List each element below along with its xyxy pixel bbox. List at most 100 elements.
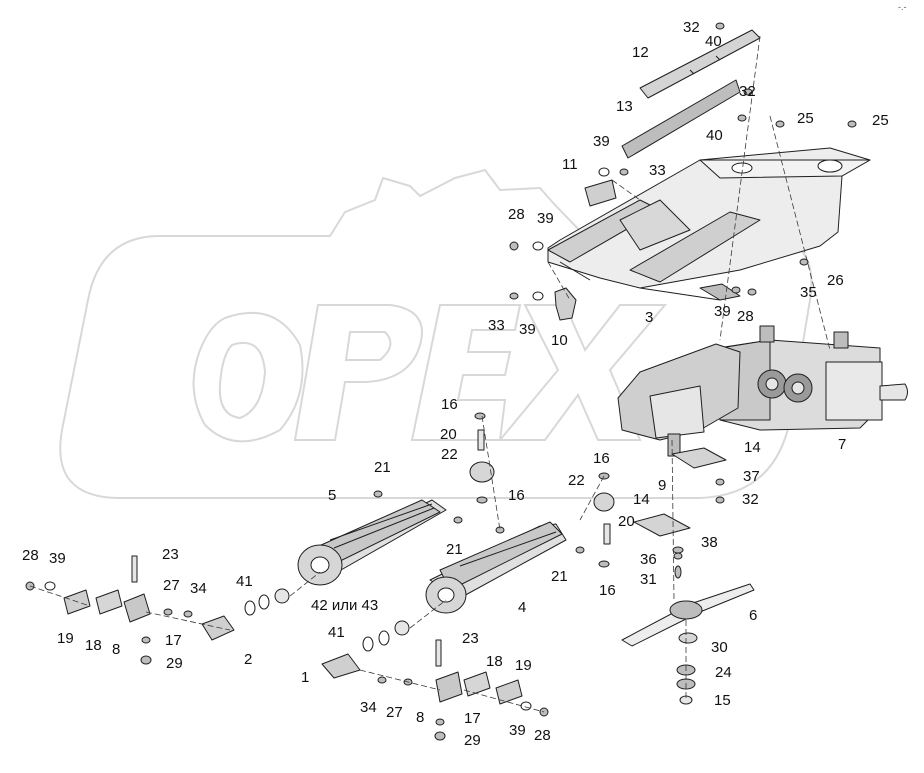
rings-41-right — [362, 620, 410, 652]
callout-10: 10 — [551, 332, 568, 349]
callout-26: 26 — [827, 272, 844, 289]
gasket-18-left — [95, 589, 123, 615]
callout-41: 41 — [236, 573, 253, 590]
gasket-18-right — [463, 671, 491, 697]
callout-5: 5 — [328, 487, 337, 504]
callout-25: 25 — [872, 112, 889, 129]
gasket-19-right — [495, 679, 523, 705]
bracket-10 — [554, 287, 577, 321]
callout-22: 22 — [441, 446, 458, 463]
callout-34: 34 — [360, 699, 377, 716]
callout-40: 40 — [706, 127, 723, 144]
callout-42-or-43: 42 или 43 — [311, 597, 379, 614]
callout-39: 39 — [593, 133, 610, 150]
bracket-11 — [584, 179, 617, 207]
callout-16: 16 — [508, 487, 525, 504]
knife-housing-4 — [425, 521, 567, 614]
callout-14: 14 — [633, 491, 650, 508]
callout-35: 35 — [800, 284, 817, 301]
callout-39: 39 — [519, 321, 536, 338]
callout-20: 20 — [440, 426, 457, 443]
bracket-8-right — [435, 671, 463, 703]
callout-6: 6 — [749, 607, 758, 624]
callout-28: 28 — [534, 727, 551, 744]
callout-28: 28 — [508, 206, 525, 223]
plate-13 — [621, 79, 741, 159]
plate-14-lower — [633, 513, 691, 537]
bearing-2 — [201, 615, 235, 641]
callout-27: 27 — [386, 704, 403, 721]
callout-2: 2 — [244, 651, 253, 668]
callout-18: 18 — [486, 653, 503, 670]
callout-8: 8 — [112, 641, 121, 658]
callout-9: 9 — [658, 477, 667, 494]
callout-22: 22 — [568, 472, 585, 489]
bracket-8-left — [123, 593, 151, 623]
callout-16: 16 — [599, 582, 616, 599]
callout-17: 17 — [464, 710, 481, 727]
callout-37: 37 — [743, 468, 760, 485]
callout-28: 28 — [22, 547, 39, 564]
callout-16: 16 — [593, 450, 610, 467]
knife-housing-5 — [297, 499, 447, 586]
callout-25: 25 — [797, 110, 814, 127]
fasteners — [25, 22, 857, 741]
callout-1: 1 — [301, 669, 310, 686]
callout-21: 21 — [446, 541, 463, 558]
corner-mark: -.- — [898, 2, 907, 12]
callout-32: 32 — [742, 491, 759, 508]
main-frame — [547, 147, 871, 301]
gearbox — [717, 325, 908, 431]
washer-30 — [678, 632, 698, 644]
callout-33: 33 — [488, 317, 505, 334]
callout-29: 29 — [464, 732, 481, 749]
callout-4: 4 — [518, 599, 527, 616]
pin-20-lower — [603, 523, 611, 545]
callout-24: 24 — [715, 664, 732, 681]
bearing-1 — [321, 653, 361, 679]
callout-36: 36 — [640, 551, 657, 568]
callout-39: 39 — [714, 303, 731, 320]
callout-38: 38 — [701, 534, 718, 551]
callout-39: 39 — [49, 550, 66, 567]
callout-19: 19 — [57, 630, 74, 647]
callout-16: 16 — [441, 396, 458, 413]
angle-drive — [617, 343, 741, 457]
callout-21: 21 — [551, 568, 568, 585]
callout-8: 8 — [416, 709, 425, 726]
callout-19: 19 — [515, 657, 532, 674]
callout-18: 18 — [85, 637, 102, 654]
callout-29: 29 — [166, 655, 183, 672]
callout-20: 20 — [618, 513, 635, 530]
callout-27: 27 — [163, 577, 180, 594]
callout-28: 28 — [737, 308, 754, 325]
callout-14: 14 — [744, 439, 761, 456]
callout-11: 11 — [562, 156, 578, 173]
rings-41-left — [244, 588, 290, 616]
bushing-9 — [593, 492, 615, 512]
callout-33: 33 — [649, 162, 666, 179]
callout-23: 23 — [162, 546, 179, 563]
callout-31: 31 — [640, 571, 657, 588]
callout-39: 39 — [537, 210, 554, 227]
callout-30: 30 — [711, 639, 728, 656]
bolt-23-left — [131, 555, 138, 583]
callout-7: 7 — [838, 436, 847, 453]
callout-15: 15 — [714, 692, 731, 709]
knife-hub — [669, 600, 703, 620]
callout-41: 41 — [328, 624, 345, 641]
callout-34: 34 — [190, 580, 207, 597]
callout-32: 32 — [739, 83, 756, 100]
callout-21: 21 — [374, 459, 391, 476]
callout-32: 32 — [683, 19, 700, 36]
leader-lines — [29, 35, 831, 713]
bushing-22 — [469, 461, 495, 483]
pin-20 — [477, 429, 485, 451]
callout-3: 3 — [645, 309, 654, 326]
plate-14-upper — [671, 447, 727, 469]
callout-23: 23 — [462, 630, 479, 647]
callout-40: 40 — [705, 33, 722, 50]
bolt-23-right — [435, 639, 442, 667]
